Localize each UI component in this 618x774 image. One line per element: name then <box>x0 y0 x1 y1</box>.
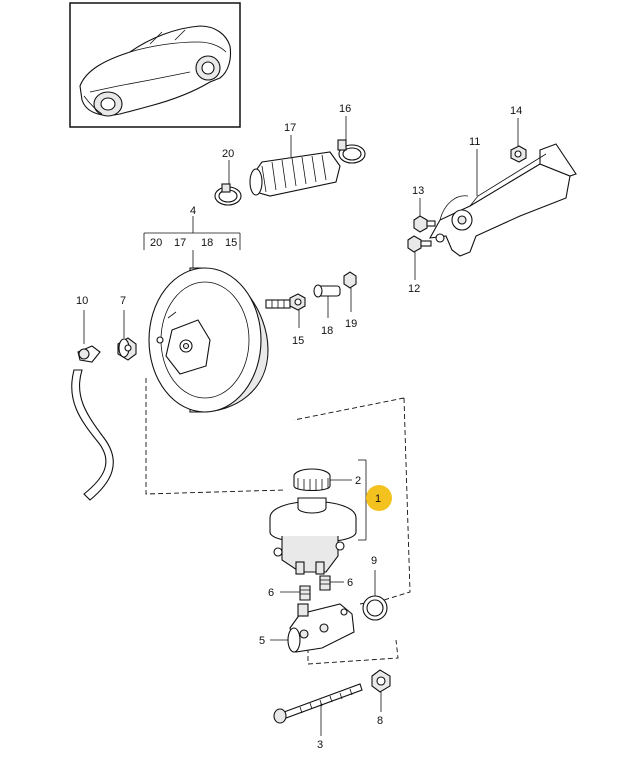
bolt-3 <box>273 683 363 724</box>
callout-15[interactable]: 15 <box>292 335 304 347</box>
nut-8 <box>371 669 391 693</box>
grommet-7 <box>117 337 137 361</box>
highlight-callout-1 <box>366 485 392 511</box>
master-cylinder-5 <box>287 603 355 653</box>
bracket-11 <box>428 143 577 257</box>
vehicle-thumbnail <box>69 2 241 128</box>
callout-13[interactable]: 13 <box>412 185 424 197</box>
clamp-16 <box>337 139 366 164</box>
callout-6a[interactable]: 6 <box>268 587 274 599</box>
bolt-12 <box>407 235 432 253</box>
boot-part <box>249 151 341 197</box>
callout-3[interactable]: 3 <box>317 739 323 751</box>
callout-6b[interactable]: 6 <box>347 577 353 589</box>
callout-8[interactable]: 8 <box>377 715 383 727</box>
nut-14 <box>510 145 527 163</box>
callout-19[interactable]: 19 <box>345 318 357 330</box>
callout-17[interactable]: 17 <box>284 122 296 134</box>
vacuum-hose-10 <box>71 345 114 501</box>
reservoir-cap-2 <box>293 468 331 492</box>
callout-18[interactable]: 18 <box>321 325 333 337</box>
group-label-18[interactable]: 18 <box>201 237 213 249</box>
clamp-20 <box>214 183 242 206</box>
callout-5[interactable]: 5 <box>259 635 265 647</box>
callout-7[interactable]: 7 <box>120 295 126 307</box>
group-bracket-4 <box>143 216 241 268</box>
o-ring-9 <box>362 595 388 621</box>
reservoir-1 <box>269 497 357 575</box>
group-label-17[interactable]: 17 <box>174 237 186 249</box>
group-label-20[interactable]: 20 <box>150 237 162 249</box>
bolt-13 <box>413 215 436 233</box>
callout-16[interactable]: 16 <box>339 103 351 115</box>
brake-booster <box>148 267 291 413</box>
connector-6b <box>319 575 331 591</box>
callout-1[interactable]: 1 <box>375 493 381 505</box>
connector-6a <box>299 585 311 601</box>
callout-20[interactable]: 20 <box>222 148 234 160</box>
callout-9[interactable]: 9 <box>371 555 377 567</box>
callout-4[interactable]: 4 <box>190 205 196 217</box>
pin-18 <box>313 284 341 298</box>
callout-11[interactable]: 11 <box>469 136 480 148</box>
group-label-15[interactable]: 15 <box>225 237 237 249</box>
nut-15 <box>289 293 306 311</box>
callout-10[interactable]: 10 <box>76 295 88 307</box>
callout-12[interactable]: 12 <box>408 283 420 295</box>
callout-2[interactable]: 2 <box>355 475 361 487</box>
nut-19 <box>343 271 357 289</box>
callout-14[interactable]: 14 <box>510 105 522 117</box>
